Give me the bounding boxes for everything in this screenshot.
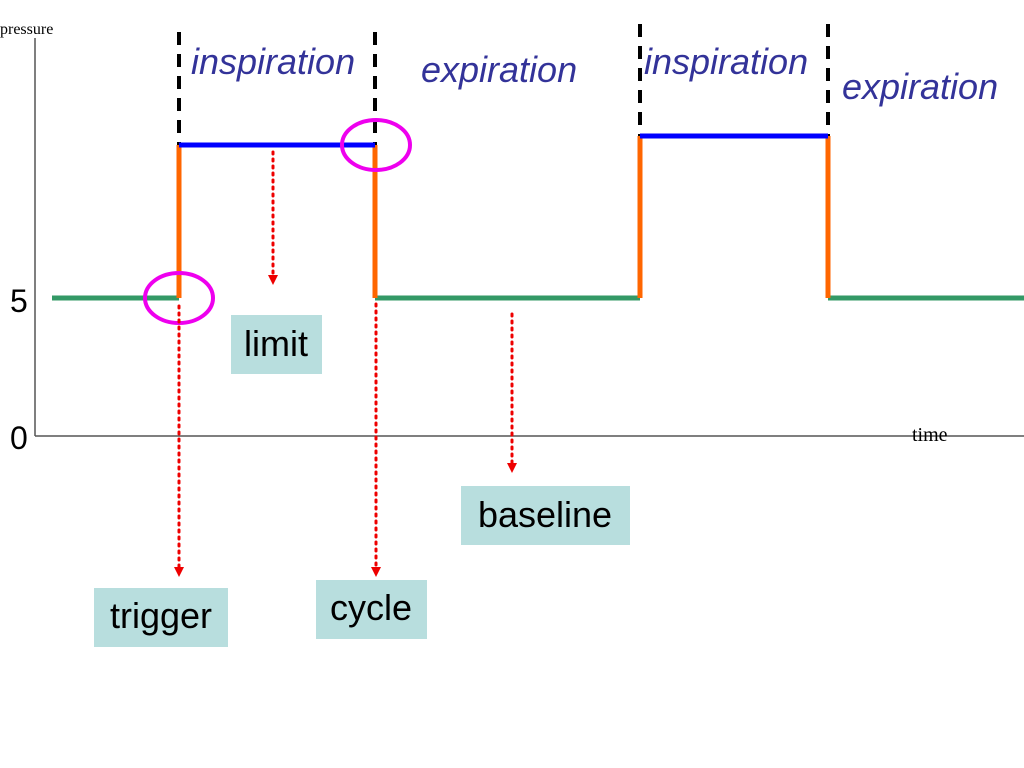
y-axis-label: pressure: [0, 21, 53, 38]
limit-label: limit: [244, 323, 308, 364]
tick-label-baseline: 5: [10, 283, 28, 319]
baseline-label: baseline: [478, 494, 612, 535]
phase-label-inspiration-2: inspiration: [644, 41, 808, 82]
phase-label-inspiration-1: inspiration: [191, 41, 355, 82]
cycle-label: cycle: [330, 587, 412, 628]
phase-label-expiration-1: expiration: [421, 49, 577, 90]
limit-label-box: limit: [231, 315, 322, 374]
phase-label-expiration-2: expiration: [842, 66, 998, 107]
x-axis-label: time: [912, 424, 948, 446]
trigger-label-box: trigger: [94, 588, 228, 647]
cycle-marker-circle: [340, 118, 412, 172]
tick-label-zero: 0: [10, 420, 28, 456]
cycle-label-box: cycle: [316, 580, 427, 639]
trigger-label: trigger: [110, 595, 212, 636]
baseline-label-box: baseline: [461, 486, 630, 545]
